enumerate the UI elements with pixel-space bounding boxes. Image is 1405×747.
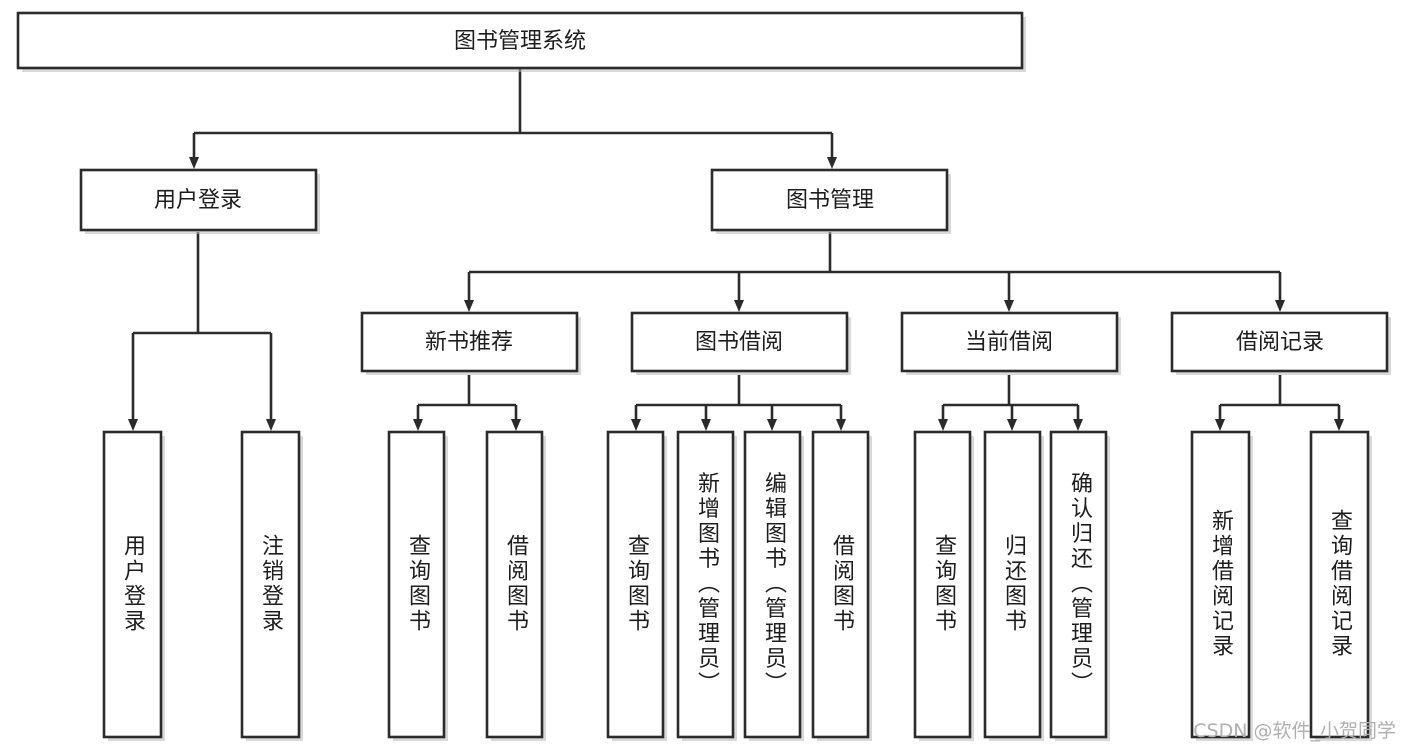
node-leaf-borrow-book-2[interactable]: 借阅图书 <box>811 430 872 741</box>
connector-layer <box>128 68 1344 431</box>
node-leaf-logout-login-label: 注销登录 <box>258 534 284 634</box>
node-leaf-user-login-label: 用户登录 <box>120 534 146 634</box>
node-root[interactable]: 图书管理系统 <box>16 11 1026 72</box>
node-leaf-query-book-2[interactable]: 查询图书 <box>606 430 667 741</box>
node-leaf-return-book[interactable]: 归还图书 <box>983 430 1044 741</box>
node-book-mgmt[interactable]: 图书管理 <box>710 168 951 234</box>
node-leaf-add-record-label: 新增借阅记录 <box>1208 509 1234 659</box>
csdn-watermark: CSDN @软件_小贺同学 <box>1193 720 1396 742</box>
node-leaf-query-book-1[interactable]: 查询图书 <box>387 430 448 741</box>
node-leaf-logout-login[interactable]: 注销登录 <box>240 430 303 741</box>
connector-book-mgmt-to-level3 <box>464 232 1285 312</box>
node-new-book-rec-label: 新书推荐 <box>425 330 513 355</box>
connector-user-login-to-leaves <box>128 232 276 431</box>
node-book-borrow[interactable]: 图书借阅 <box>630 311 851 375</box>
node-leaf-add-record[interactable]: 新增借阅记录 <box>1190 430 1253 741</box>
node-leaf-borrow-book-1-label: 借阅图书 <box>503 534 529 634</box>
node-book-mgmt-label: 图书管理 <box>786 188 874 213</box>
node-leaf-edit-book-label: 编辑图书（管理员） <box>761 472 787 697</box>
node-book-borrow-label: 图书借阅 <box>695 330 783 355</box>
connector-book-borrow-to-leaves <box>631 375 846 431</box>
node-leaf-confirm-return-label: 确认归还（管理员） <box>1067 472 1093 697</box>
connector-new-book-rec-to-leaves <box>413 375 521 431</box>
node-leaf-query-record-label: 查询借阅记录 <box>1327 509 1353 659</box>
connector-root-to-level2 <box>189 68 837 169</box>
node-leaf-user-login[interactable]: 用户登录 <box>102 430 165 741</box>
node-user-login[interactable]: 用户登录 <box>79 168 320 234</box>
node-leaf-query-book-2-label: 查询图书 <box>624 534 650 634</box>
connector-current-borrow-to-leaves <box>938 375 1083 431</box>
node-leaf-confirm-return[interactable]: 确认归还（管理员） <box>1049 430 1110 741</box>
node-borrow-record[interactable]: 借阅记录 <box>1170 311 1391 375</box>
node-current-borrow-label: 当前借阅 <box>965 330 1053 355</box>
node-leaf-add-book[interactable]: 新增图书（管理员） <box>676 430 737 741</box>
node-leaf-add-book-label: 新增图书（管理员） <box>694 472 720 697</box>
node-leaf-return-book-label: 归还图书 <box>1001 534 1027 634</box>
node-root-label: 图书管理系统 <box>454 29 586 54</box>
connector-borrow-record-to-leaves <box>1215 375 1344 431</box>
node-leaf-query-book-1-label: 查询图书 <box>405 534 431 634</box>
node-leaf-edit-book[interactable]: 编辑图书（管理员） <box>743 430 804 741</box>
node-leaf-borrow-book-1[interactable]: 借阅图书 <box>485 430 546 741</box>
node-leaf-query-record[interactable]: 查询借阅记录 <box>1309 430 1372 741</box>
node-user-login-label: 用户登录 <box>154 188 242 213</box>
node-new-book-rec[interactable]: 新书推荐 <box>360 311 581 375</box>
node-borrow-record-label: 借阅记录 <box>1236 330 1324 355</box>
node-leaf-borrow-book-2-label: 借阅图书 <box>829 534 855 634</box>
node-current-borrow[interactable]: 当前借阅 <box>900 311 1121 375</box>
node-leaf-query-book-3[interactable]: 查询图书 <box>913 430 974 741</box>
node-leaf-query-book-3-label: 查询图书 <box>931 534 957 634</box>
